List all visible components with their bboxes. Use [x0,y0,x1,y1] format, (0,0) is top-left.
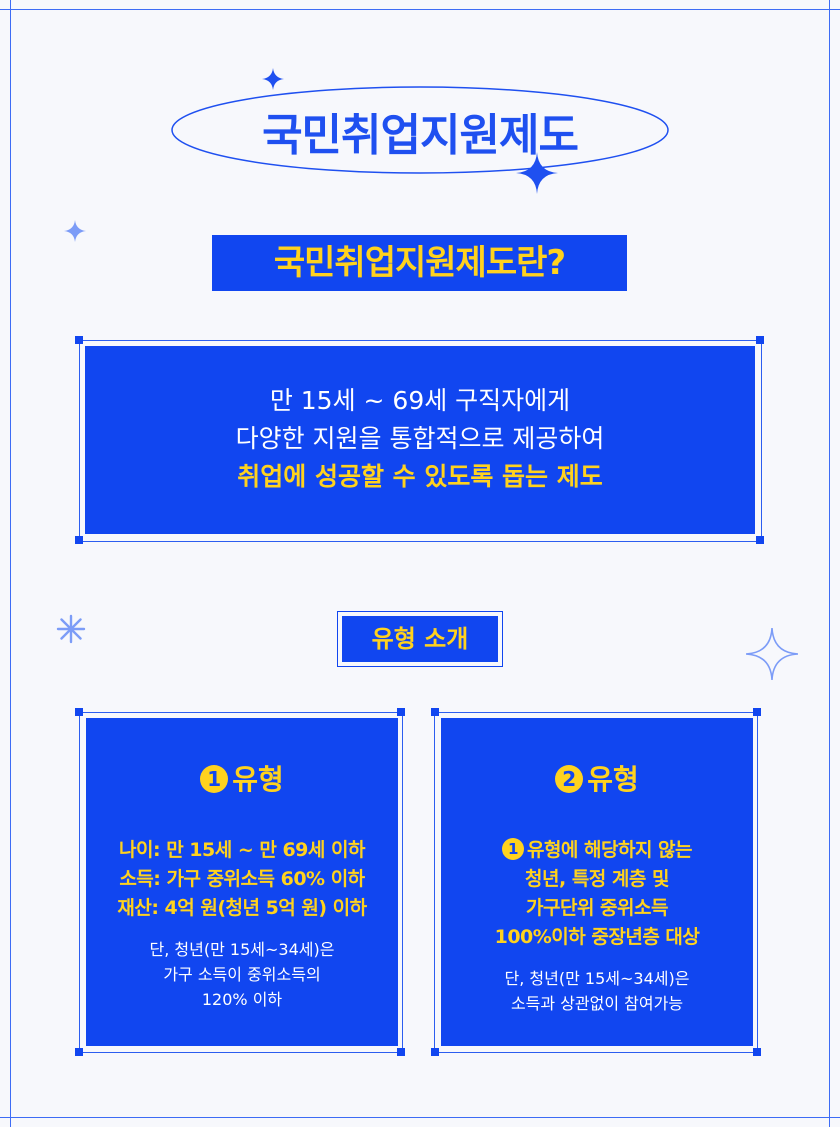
asterisk-icon [56,614,86,644]
frame-handle [397,1048,405,1056]
circled-number-icon: 2 [555,765,584,793]
sparkle-icon [746,628,798,680]
type1-frame [79,712,403,1053]
frame-handle [75,708,83,716]
frame-handle [756,536,764,544]
type1-condition: 나이: 만 15세 ~ 만 69세 이하 [119,839,365,861]
types-label: 유형 소개 [337,611,503,667]
guide-line-left [10,0,11,1127]
type2-condition: 100%이하 중장년층 대상 [494,926,700,948]
guide-line-right [829,0,830,1127]
type1-title: 유형 [232,763,284,796]
intro-line: 다양한 지원을 통합적으로 제공하여 [235,424,605,453]
type2-note: 소득과 상관없이 참여가능 [510,994,684,1013]
type2-title: 유형 [587,763,639,796]
type1-condition: 재산: 4억 원(청년 5억 원) 이하 [117,897,367,919]
frame-handle [753,708,761,716]
frame-handle [756,336,764,344]
circled-number-icon: 1 [501,838,524,860]
type2-condition: 가구단위 중위소득 [526,897,668,919]
frame-handle [75,336,83,344]
section-title: 국민취업지원제도란? [212,235,627,291]
title-banner: 국민취업지원제도 [170,85,670,175]
guide-line-top [0,9,840,10]
type2-note: 단, 청년(만 15세~34세)은 [504,969,690,988]
frame-handle [75,1048,83,1056]
sparkle-icon [262,68,284,90]
intro-box: 만 15세 ~ 69세 구직자에게 다양한 지원을 통합적으로 제공하여 취업에… [85,346,755,534]
intro-line: 만 15세 ~ 69세 구직자에게 [269,386,571,415]
type2-condition-text: 유형에 해당하지 않는 [526,839,693,861]
intro-frame [79,340,762,542]
title-ellipse [171,86,669,174]
frame-handle [431,708,439,716]
frame-handle [397,708,405,716]
frame-handle [431,1048,439,1056]
type1-note: 가구 소득이 중위소득의 [163,965,321,984]
frame-handle [75,536,83,544]
sparkle-icon [64,220,86,242]
type1-condition: 소득: 가구 중위소득 60% 이하 [119,868,365,890]
sparkle-icon [516,152,558,194]
intro-highlight-line: 취업에 성공할 수 있도록 돕는 제도 [237,462,603,491]
type1-note: 120% 이하 [201,990,283,1009]
page-title: 국민취업지원제도 [262,110,579,161]
frame-handle [753,1048,761,1056]
type2-condition: 청년, 특정 계층 및 [525,868,669,890]
types-label-text: 유형 소개 [342,616,498,662]
guide-line-bottom [0,1117,840,1118]
type1-note: 단, 청년(만 15세~34세)은 [149,940,335,959]
type2-frame [434,712,758,1053]
circled-number-icon: 1 [200,765,229,793]
